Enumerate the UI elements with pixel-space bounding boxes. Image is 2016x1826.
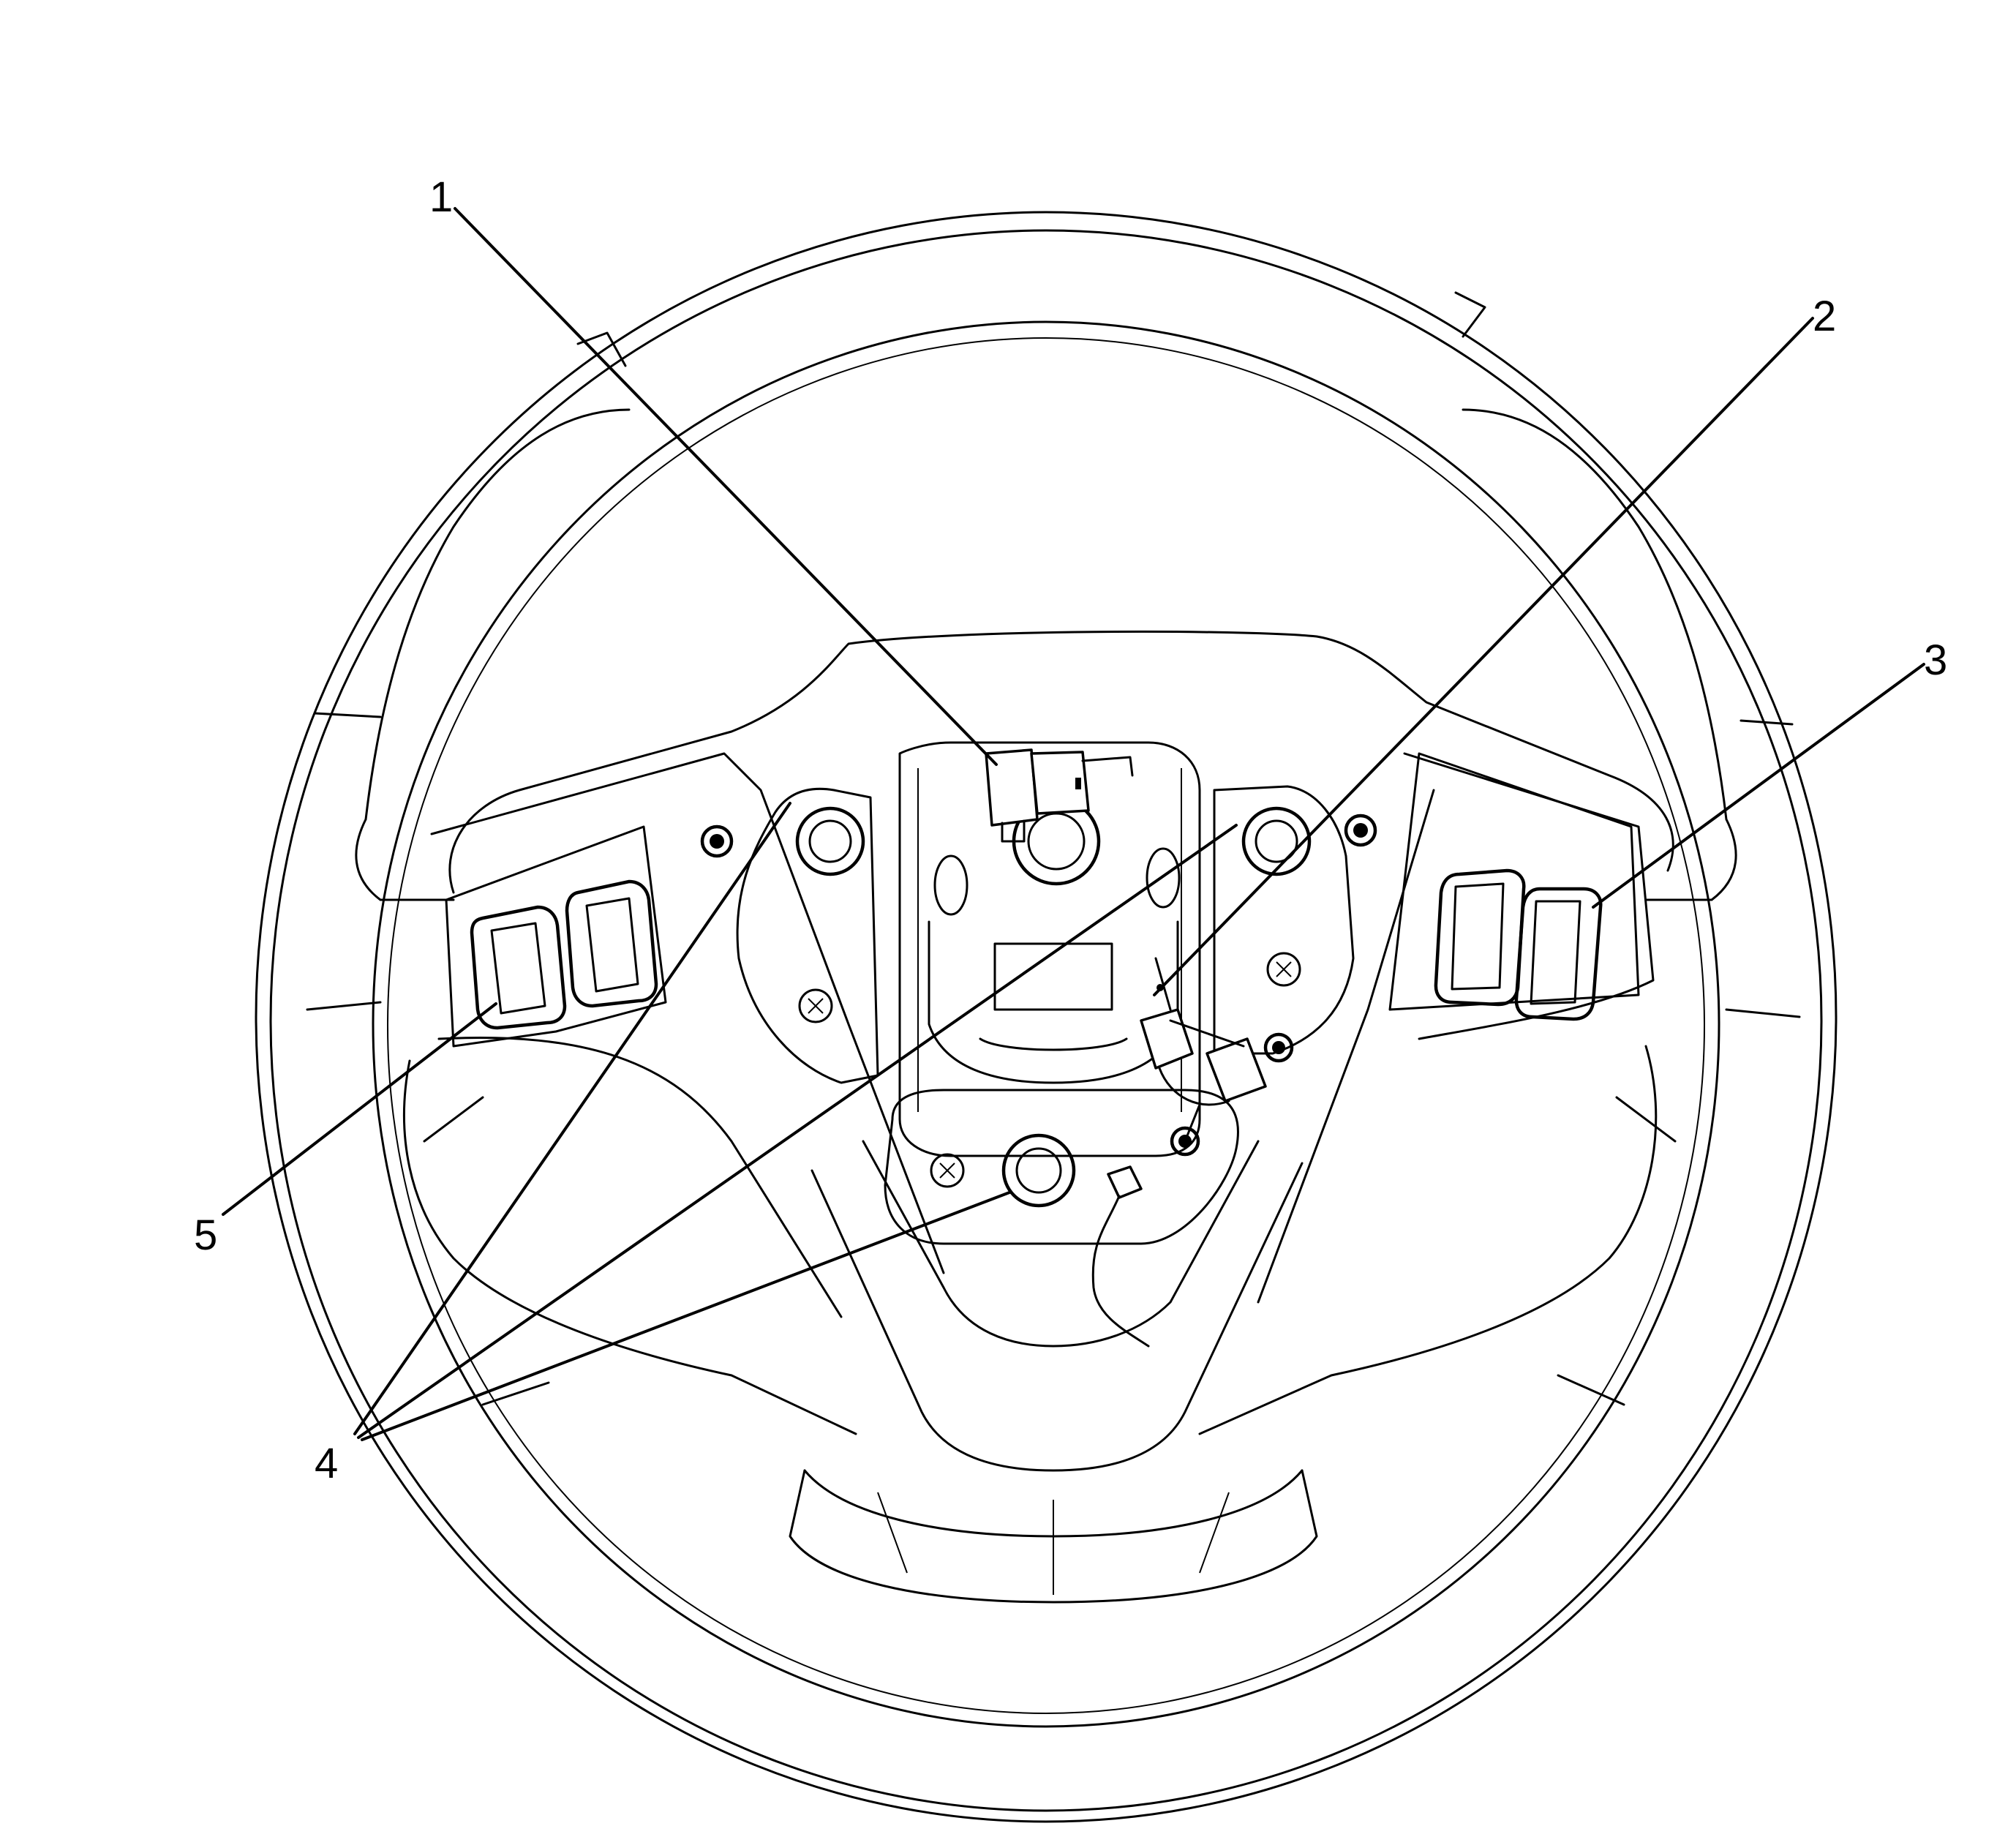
leader-4b bbox=[357, 824, 1238, 1439]
callout-3: 3 bbox=[1924, 636, 1947, 684]
callout-2: 2 bbox=[1813, 293, 1836, 340]
callout-labels: 1 2 3 4 5 bbox=[194, 173, 1947, 1487]
leader-5 bbox=[222, 1002, 497, 1216]
leader-4a bbox=[353, 802, 791, 1435]
leader-3 bbox=[1592, 663, 1925, 909]
leader-1 bbox=[454, 207, 998, 766]
lower-wire-connector bbox=[1091, 1165, 1150, 1348]
wiring-connector bbox=[1140, 957, 1294, 1157]
leader-4c bbox=[361, 1191, 1011, 1441]
hub-cover bbox=[355, 408, 1737, 1604]
horn-connector bbox=[985, 748, 1134, 843]
leader-2 bbox=[1153, 317, 1814, 996]
callout-4: 4 bbox=[315, 1440, 338, 1487]
center-hub bbox=[736, 741, 1355, 1245]
left-switch-pod bbox=[445, 824, 734, 1048]
leader-lines bbox=[222, 207, 1925, 1441]
right-switch-pod bbox=[1344, 752, 1640, 1021]
callout-1: 1 bbox=[429, 173, 453, 221]
callout-5: 5 bbox=[194, 1211, 217, 1259]
steering-wheel-rim bbox=[255, 211, 1838, 1823]
